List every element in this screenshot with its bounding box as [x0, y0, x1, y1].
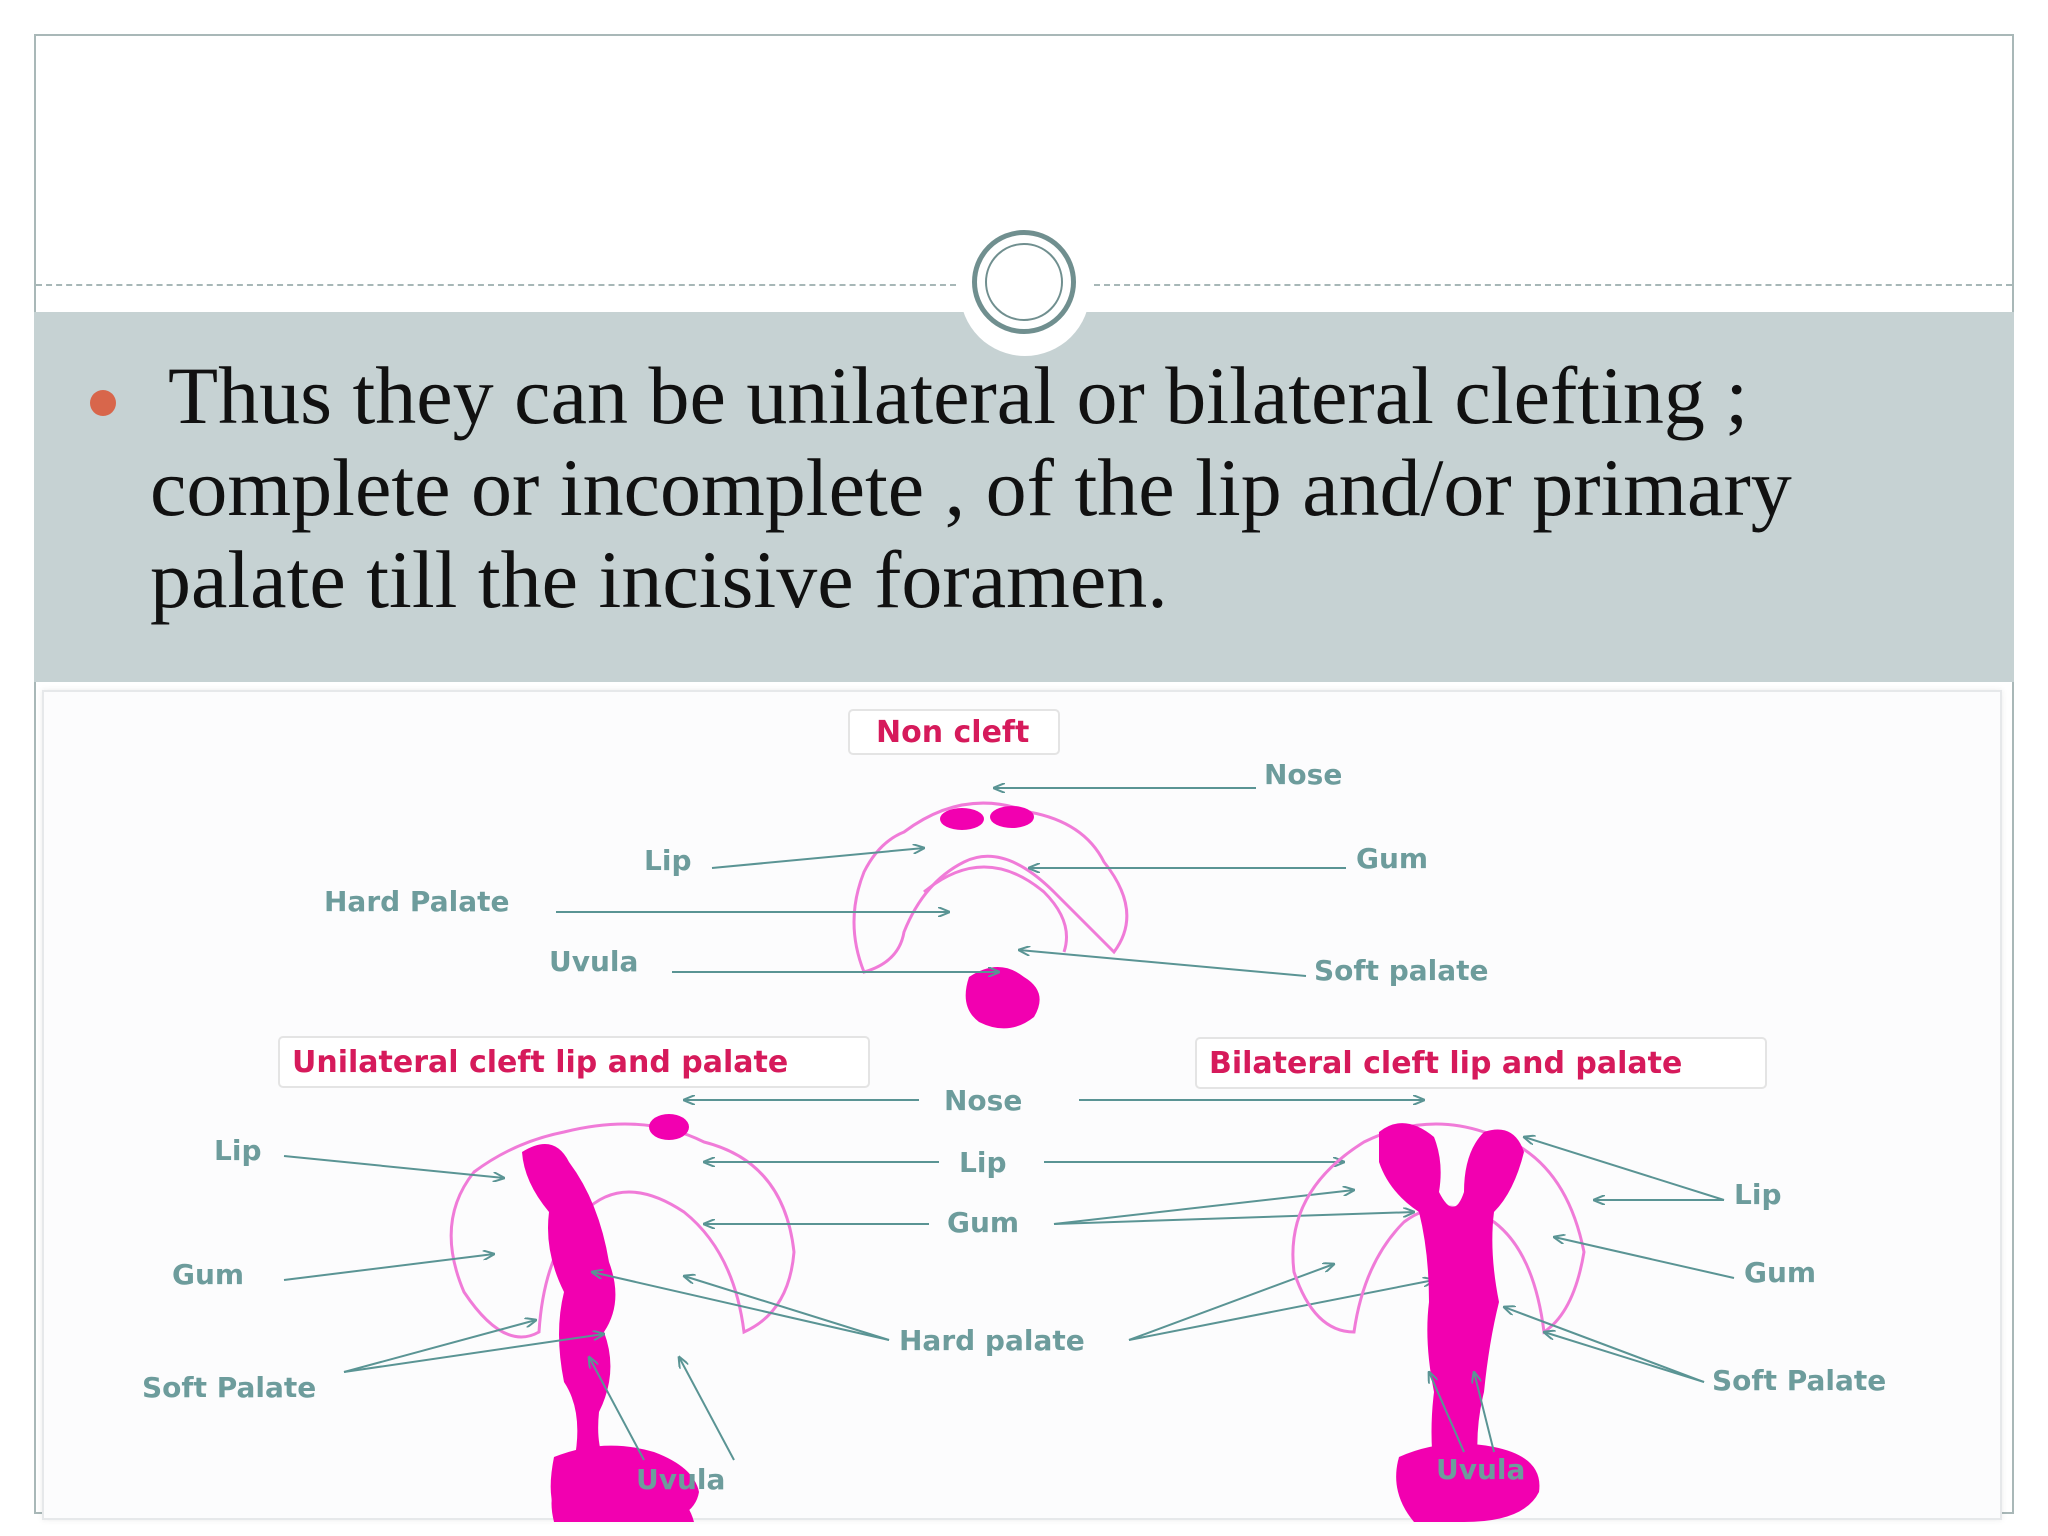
circle-ornament-icon	[972, 230, 1076, 334]
unilateral-uvula-shape	[550, 1445, 699, 1522]
bilateral-uvula-label: Uvula	[1436, 1453, 1525, 1486]
cleft-diagram-figure: Non cleft Nose Gum Lip Hard Palate Uvula…	[42, 690, 2002, 1522]
unilateral-title-box	[278, 1036, 870, 1088]
unilateral-uvula-label: Uvula	[636, 1463, 725, 1496]
non-cleft-uvula-label: Uvula	[549, 945, 638, 978]
non-cleft-nostril-right	[990, 806, 1034, 828]
non-cleft-lip-label: Lip	[644, 844, 691, 877]
non-cleft-uvula-shape	[965, 967, 1040, 1029]
divider-left	[36, 284, 956, 286]
bullet-line-3: palate till the incisive foramen.	[150, 534, 1168, 625]
shared-gum-label: Gum	[947, 1206, 1019, 1239]
text-band	[34, 312, 2014, 682]
shared-lip-label: Lip	[959, 1146, 1006, 1179]
cleft-diagram-svg: Non cleft Nose Gum Lip Hard Palate Uvula…	[142, 709, 1886, 1522]
bilateral-group: Bilateral cleft lip and palate Lip Gum S…	[1195, 1037, 1886, 1522]
non-cleft-palate-outline	[852, 801, 1129, 974]
non-cleft-hard-palate-label: Hard Palate	[324, 885, 509, 918]
unilateral-title: Unilateral cleft lip and palate	[292, 1045, 788, 1080]
non-cleft-gum-arc	[923, 865, 1068, 953]
divider-right	[1094, 284, 2012, 286]
bilateral-cleft-shape	[1379, 1123, 1524, 1472]
shared-nose-label: Nose	[944, 1084, 1022, 1117]
non-cleft-gum-label: Gum	[1356, 842, 1428, 875]
non-cleft-group: Non cleft Nose Gum Lip Hard Palate Uvula…	[324, 709, 1489, 1029]
bullet-line-1: Thus they can be unilateral or bilateral…	[168, 350, 1749, 441]
bilateral-lip-label: Lip	[1734, 1178, 1781, 1211]
unilateral-palate-outline	[449, 1122, 796, 1339]
unilateral-gum-label: Gum	[172, 1258, 244, 1291]
bullet-line-2: complete or incomplete , of the lip and/…	[150, 442, 1792, 533]
non-cleft-title-box	[848, 709, 1060, 755]
bullet-dot-icon	[90, 390, 116, 416]
bilateral-gum-label: Gum	[1744, 1256, 1816, 1289]
shared-hard-palate-label: Hard palate	[899, 1324, 1085, 1357]
unilateral-lip-label: Lip	[214, 1134, 261, 1167]
non-cleft-title: Non cleft	[876, 715, 1029, 750]
bullet-text: Thus they can be unilateral or bilateral…	[150, 350, 1950, 626]
bilateral-title: Bilateral cleft lip and palate	[1209, 1046, 1682, 1081]
unilateral-group: Unilateral cleft lip and palate Lip Gum …	[142, 1036, 870, 1522]
unilateral-nostril	[649, 1114, 689, 1140]
unilateral-soft-palate-label: Soft Palate	[142, 1371, 316, 1404]
shared-labels-group: Nose Lip Gum Hard palate	[592, 1084, 1434, 1357]
bilateral-soft-palate-label: Soft Palate	[1712, 1364, 1886, 1397]
non-cleft-soft-palate-label: Soft palate	[1314, 954, 1489, 987]
unilateral-cleft-shape	[522, 1144, 694, 1522]
bilateral-uvula-shape	[1396, 1443, 1540, 1522]
non-cleft-nostril-left	[940, 808, 984, 830]
non-cleft-nose-label: Nose	[1264, 758, 1342, 791]
bilateral-title-box	[1195, 1037, 1767, 1089]
